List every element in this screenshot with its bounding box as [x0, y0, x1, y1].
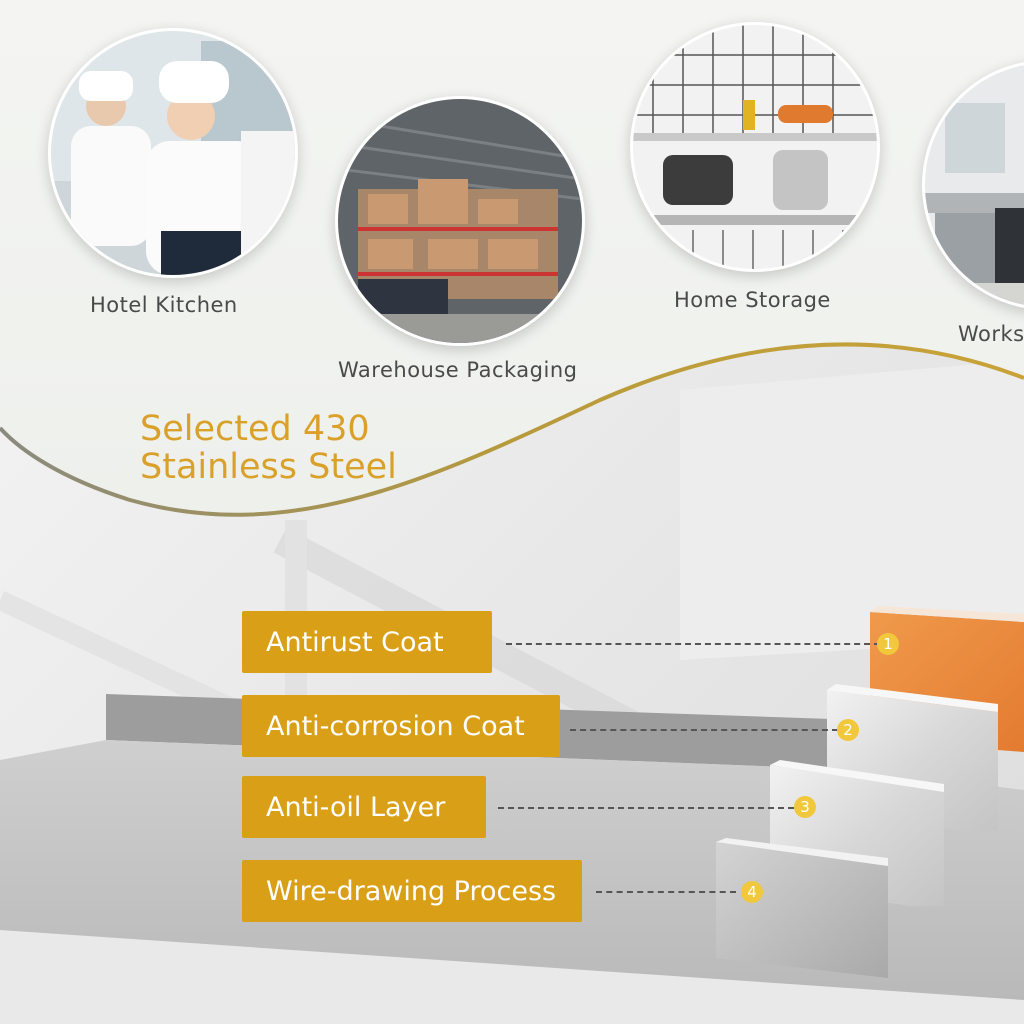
leader-line-1	[506, 643, 880, 645]
caption-hotel-kitchen: Hotel Kitchen	[90, 293, 238, 317]
headline: Selected 430 Stainless Steel	[140, 410, 397, 486]
caption-workshop: Works	[958, 322, 1024, 346]
layer-label-anti-corrosion: Anti-corrosion Coat	[242, 695, 560, 757]
layer-number-2: 2	[837, 719, 859, 741]
warehouse-photo	[335, 96, 585, 346]
layer-number-4: 4	[741, 881, 763, 903]
caption-warehouse-packaging: Warehouse Packaging	[338, 358, 578, 382]
layer-label-antirust: Antirust Coat	[242, 611, 492, 673]
layer-label-anti-oil: Anti-oil Layer	[242, 776, 486, 838]
layer-number-3: 3	[794, 796, 816, 818]
layer-label-wire-drawing: Wire-drawing Process	[242, 860, 582, 922]
headline-line-2: Stainless Steel	[140, 447, 397, 487]
leader-line-2	[570, 729, 838, 731]
hotel-kitchen-photo	[48, 28, 298, 278]
leader-line-4	[596, 891, 736, 893]
headline-line-1: Selected 430	[140, 409, 370, 449]
home-storage-photo	[630, 22, 880, 272]
leader-line-3	[498, 807, 794, 809]
caption-home-storage: Home Storage	[674, 288, 831, 312]
layer-number-1: 1	[877, 633, 899, 655]
